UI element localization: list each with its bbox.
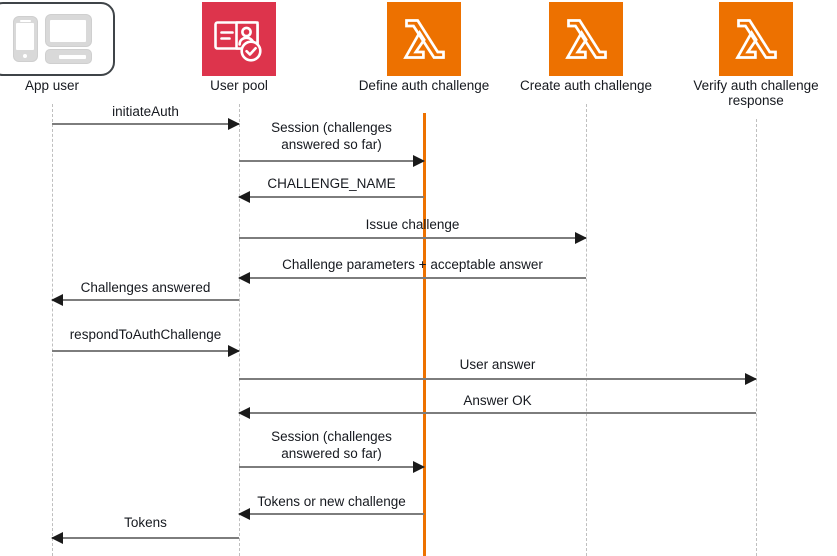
message-line — [52, 299, 239, 301]
participant-create-auth-challenge: Create auth challenge — [506, 0, 666, 93]
participant-label-user-pool: User pool — [210, 78, 268, 93]
message-label-msg-tokens-or-new-challenge: Tokens or new challenge — [257, 494, 406, 509]
message-label-msg-respond-to-auth-challenge: respondToAuthChallenge — [69, 327, 222, 342]
message-line — [52, 123, 239, 125]
arrow-head-left — [51, 294, 63, 306]
arrow-head-left — [238, 272, 250, 284]
participant-icon-wrapper — [0, 0, 132, 78]
message-label-msg-initiate-auth: initiateAuth — [112, 104, 179, 119]
message-label-msg-user-answer: User answer — [459, 357, 536, 372]
participant-icon-wrapper — [344, 0, 504, 78]
message-label-msg-challenge-name: CHALLENGE_NAME — [267, 176, 396, 191]
message-label-msg-challenge-parameters: Challenge parameters + acceptable answer — [282, 257, 543, 272]
lifeline-create-auth-challenge — [586, 104, 587, 556]
phone-speaker — [19, 20, 31, 22]
participant-icon-wrapper — [506, 0, 666, 78]
message-line — [52, 350, 239, 352]
arrow-head-right — [413, 461, 425, 473]
arrow-head-left — [51, 532, 63, 544]
lifeline-verify-auth-challenge — [756, 119, 757, 556]
lifeline-app-user — [52, 104, 53, 556]
participant-label-create-auth-challenge: Create auth challenge — [519, 78, 653, 93]
arrow-head-left — [238, 191, 250, 203]
participant-app-user: App user — [0, 0, 132, 93]
tower-slot — [58, 54, 86, 59]
computer-tower-icon — [45, 50, 91, 63]
arrow-head-left — [238, 508, 250, 520]
phone-screen — [16, 23, 34, 50]
arrow-head-right — [228, 345, 240, 357]
message-line — [239, 196, 424, 198]
message-line — [239, 237, 586, 239]
participant-define-auth-challenge: Define auth challenge — [344, 0, 504, 93]
lifeline-user-pool — [239, 104, 240, 556]
monitor-icon — [45, 15, 91, 46]
arrow-head-right — [575, 232, 587, 244]
participant-verify-auth-challenge: Verify auth challenge response — [676, 0, 836, 108]
participant-icon-wrapper — [676, 0, 836, 78]
message-label-msg-answer-ok: Answer OK — [463, 393, 532, 408]
message-label-msg-challenges-answered: Challenges answered — [80, 280, 211, 295]
message-line — [239, 412, 756, 414]
user-pool-icon — [202, 2, 276, 76]
phone-home-button — [23, 54, 27, 58]
message-line — [239, 513, 424, 515]
message-label-msg-tokens: Tokens — [124, 515, 167, 530]
arrow-head-right — [228, 118, 240, 130]
participant-label-app-user: App user — [24, 78, 80, 93]
lambda-icon — [719, 2, 793, 76]
arrow-head-left — [238, 407, 250, 419]
arrow-head-right — [745, 373, 757, 385]
arrow-head-right — [413, 155, 425, 167]
monitor-screen — [50, 19, 86, 42]
user-devices-icon — [0, 2, 115, 76]
lambda-icon — [387, 2, 461, 76]
participant-user-pool: User pool — [159, 0, 319, 93]
message-label-msg-issue-challenge: Issue challenge — [365, 217, 460, 232]
message-label-msg-session-1: Session (challenges answered so far) — [271, 120, 392, 152]
message-label-msg-session-2: Session (challenges answered so far) — [271, 429, 392, 461]
lambda-icon — [549, 2, 623, 76]
mobile-phone-icon — [13, 17, 37, 61]
message-line — [239, 160, 424, 162]
participant-label-define-auth-challenge: Define auth challenge — [358, 78, 490, 93]
desktop-computer-icon — [45, 15, 91, 63]
activation-bar-define-auth-challenge — [423, 113, 426, 556]
participant-icon-wrapper — [159, 0, 319, 78]
message-line — [239, 466, 424, 468]
message-line — [239, 277, 586, 279]
message-line — [52, 537, 239, 539]
message-line — [239, 378, 756, 380]
participant-label-verify-auth-challenge: Verify auth challenge response — [693, 78, 819, 108]
